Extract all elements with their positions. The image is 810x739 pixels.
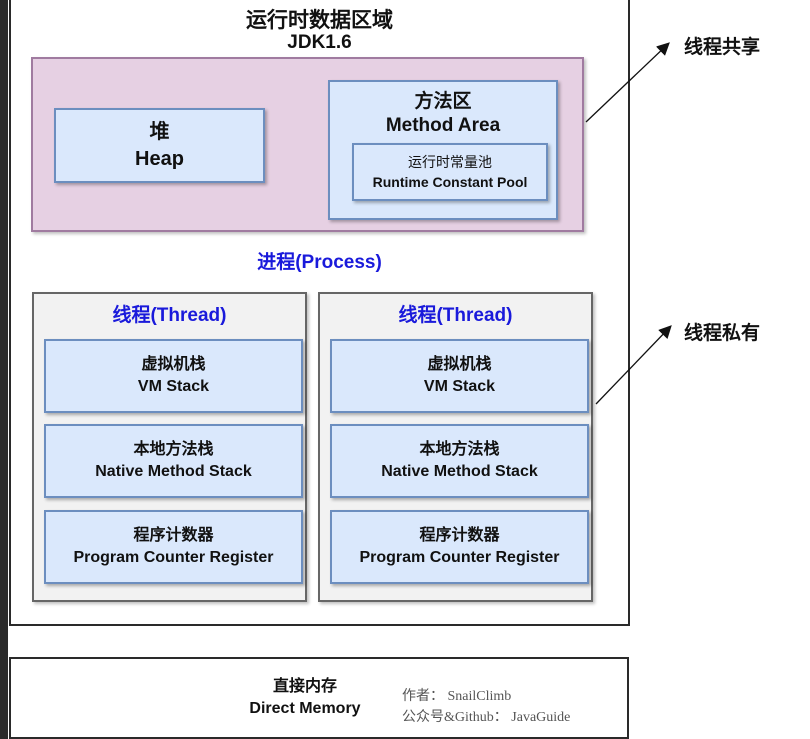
program-counter-en-label: Program Counter Register xyxy=(73,549,274,566)
runtime-constant-pool-cn-label: 运行时常量池 xyxy=(408,154,492,170)
heap-en-label: Heap xyxy=(135,147,184,170)
thread-box: 线程(Thread) 虚拟机栈 VM Stack 本地方法栈 Native Me… xyxy=(32,292,307,602)
runtime-constant-pool-box: 运行时常量池 Runtime Constant Pool xyxy=(352,143,548,201)
account-credit: 公众号&Github： JavaGuide xyxy=(402,710,571,725)
program-counter-register-box: 程序计数器 Program Counter Register xyxy=(330,510,589,584)
program-counter-en-label: Program Counter Register xyxy=(359,549,560,566)
program-counter-cn-label: 程序计数器 xyxy=(133,527,214,544)
thread-private-label: 线程私有 xyxy=(684,323,761,344)
author-credit: 作者： SnailClimb xyxy=(402,689,512,704)
diagram-subtitle: JDK1.6 xyxy=(287,32,352,53)
vm-stack-cn-label: 虚拟机栈 xyxy=(141,356,206,373)
heap-cn-label: 堆 xyxy=(149,120,170,143)
thread-title: 线程(Thread) xyxy=(112,305,227,326)
process-label: 进程(Process) xyxy=(257,252,382,273)
direct-memory-cn-label: 直接内存 xyxy=(272,678,337,695)
program-counter-register-box: 程序计数器 Program Counter Register xyxy=(44,510,303,584)
thread-title: 线程(Thread) xyxy=(398,305,513,326)
vm-stack-en-label: VM Stack xyxy=(137,378,210,395)
native-method-stack-box: 本地方法栈 Native Method Stack xyxy=(330,424,589,498)
native-method-stack-en-label: Native Method Stack xyxy=(95,463,252,480)
method-area-en-label: Method Area xyxy=(385,115,501,136)
thread-box: 线程(Thread) 虚拟机栈 VM Stack 本地方法栈 Native Me… xyxy=(318,292,593,602)
direct-memory-frame xyxy=(9,657,629,739)
vm-stack-box: 虚拟机栈 VM Stack xyxy=(330,339,589,413)
heap-box: 堆 Heap xyxy=(54,108,265,183)
credits: 作者： SnailClimb 公众号&Github： JavaGuide xyxy=(402,686,570,728)
thread-shared-label: 线程共享 xyxy=(684,37,761,58)
native-method-stack-cn-label: 本地方法栈 xyxy=(133,441,214,458)
direct-memory-label: 直接内存 Direct Memory xyxy=(230,676,380,720)
vm-stack-en-label: VM Stack xyxy=(423,378,496,395)
native-method-stack-cn-label: 本地方法栈 xyxy=(419,441,500,458)
native-method-stack-en-label: Native Method Stack xyxy=(381,463,538,480)
method-area-cn-label: 方法区 xyxy=(414,91,472,112)
thread-shared-arrow xyxy=(585,42,670,123)
diagram-title: 运行时数据区域 xyxy=(246,9,393,32)
native-method-stack-box: 本地方法栈 Native Method Stack xyxy=(44,424,303,498)
direct-memory-en-label: Direct Memory xyxy=(249,700,361,717)
runtime-constant-pool-en-label: Runtime Constant Pool xyxy=(372,174,528,190)
vm-stack-cn-label: 虚拟机栈 xyxy=(427,356,492,373)
program-counter-cn-label: 程序计数器 xyxy=(419,527,500,544)
vm-stack-box: 虚拟机栈 VM Stack xyxy=(44,339,303,413)
thread-private-arrow xyxy=(595,325,672,405)
